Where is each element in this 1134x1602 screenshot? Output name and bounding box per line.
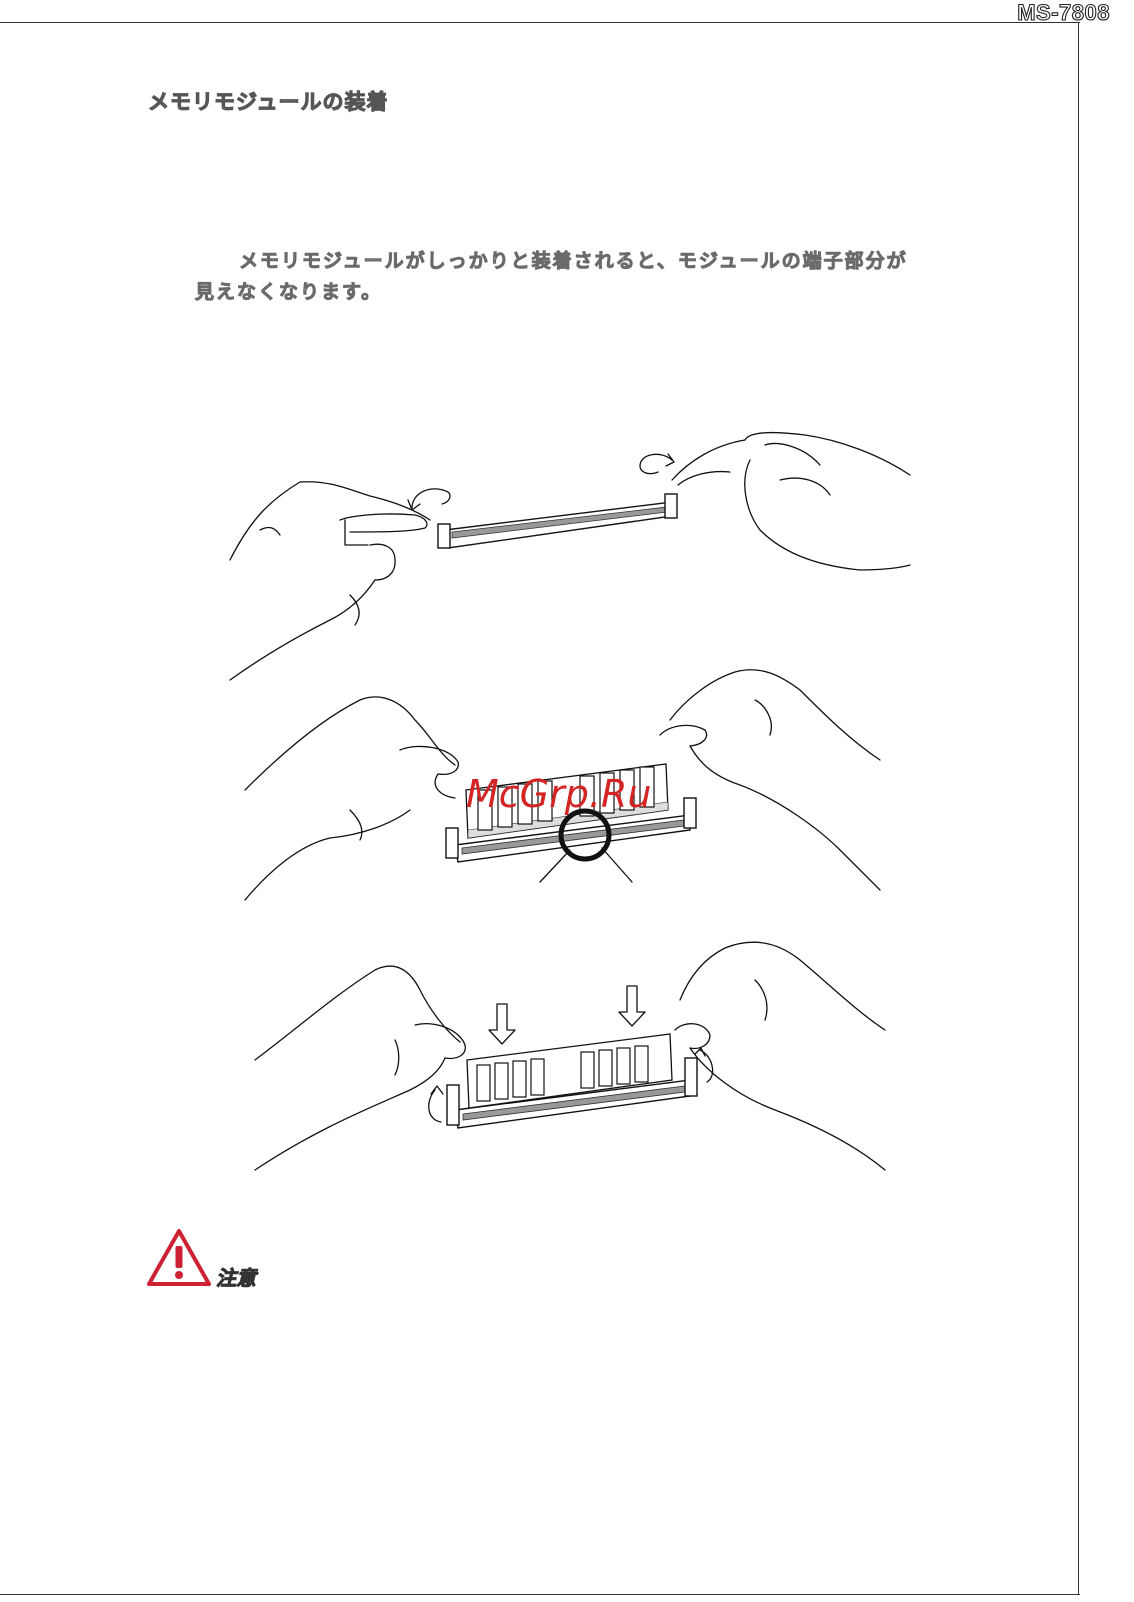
figure-open-latches bbox=[220, 420, 940, 700]
push-down-arrow-left bbox=[489, 1004, 515, 1044]
latch-close-arrow-left bbox=[429, 1086, 443, 1122]
dimm-slot bbox=[438, 494, 677, 548]
latch-open-arrow-left bbox=[408, 489, 450, 510]
warning-triangle-icon bbox=[146, 1228, 212, 1288]
note-line-1: メモリモジュールがしっかりと装着されると、モジュールの端子部分が bbox=[239, 250, 908, 272]
page-frame-right bbox=[1078, 22, 1079, 1594]
page-frame-bottom bbox=[0, 1594, 1080, 1595]
right-hand bbox=[672, 433, 910, 570]
watermark: McGrp.Ru bbox=[466, 772, 651, 816]
figure-press-down bbox=[245, 930, 905, 1200]
push-down-arrow-right bbox=[619, 986, 645, 1026]
latch-open-arrow-right bbox=[640, 454, 674, 474]
left-hand bbox=[245, 697, 458, 900]
section-title: メモリモジュールの装着 bbox=[148, 86, 389, 116]
page-frame-top bbox=[0, 22, 1080, 23]
right-hand bbox=[660, 670, 880, 890]
note-paragraph: メモリモジュールがしっかりと装着されると、モジュールの端子部分が 見えなくなりま… bbox=[195, 246, 1015, 308]
note-line-2: 見えなくなります。 bbox=[195, 281, 382, 303]
right-hand bbox=[675, 942, 885, 1170]
caution-label: 注意 bbox=[216, 1262, 256, 1291]
left-hand bbox=[255, 966, 465, 1170]
left-hand bbox=[230, 482, 430, 680]
